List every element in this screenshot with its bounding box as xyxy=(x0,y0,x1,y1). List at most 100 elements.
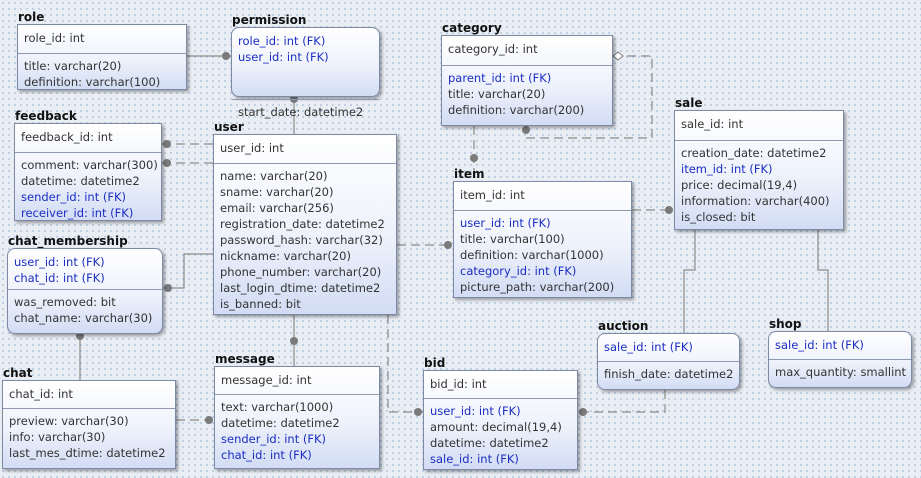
attribute-field: datetime: datetime2 xyxy=(21,174,140,188)
foreign-key-field: item_id: int (FK) xyxy=(681,162,773,176)
attribute-field: definition: varchar(1000) xyxy=(460,248,604,262)
primary-key-section: feedback_id: int xyxy=(15,129,161,145)
key-separator xyxy=(18,53,186,54)
attribute-section: user_id: int (FK) amount: decimal(19,4) da… xyxy=(424,403,577,467)
attribute-section: start_date: datetime2 xyxy=(232,104,379,120)
primary-key-section: category_id: int xyxy=(442,41,612,57)
entity-box: message_id: int text: varchar(1000) dateti… xyxy=(214,366,380,469)
primary-key-section: sale_id: int (FK) xyxy=(769,337,911,353)
entity-title: bid xyxy=(424,356,446,370)
attribute-field: definition: varchar(100) xyxy=(24,75,161,89)
foreign-key-field: user_id: int (FK) xyxy=(238,50,329,64)
entity-box: sale_id: int (FK) finish_date: datetime2 xyxy=(597,333,740,390)
attribute-field: amount: decimal(19,4) xyxy=(430,420,562,434)
primary-key-field: message_id: int xyxy=(221,373,312,387)
entity-box: role_id: int title: varchar(20) definition… xyxy=(17,24,187,90)
foreign-key-field: sale_id: int (FK) xyxy=(430,452,519,466)
foreign-key-field: sale_id: int (FK) xyxy=(604,340,693,354)
attribute-section: comment: varchar(300) datetime: datetime2… xyxy=(15,157,161,221)
entity-box: category_id: int parent_id: int (FK) title… xyxy=(441,35,613,126)
attribute-field: email: varchar(256) xyxy=(220,201,334,215)
self-reference-diamond xyxy=(612,51,624,61)
link-user-chat-membership xyxy=(163,253,213,289)
cardinality-dot xyxy=(164,284,172,292)
primary-key-section: role_id: int xyxy=(18,30,186,46)
primary-key-section: message_id: int xyxy=(215,372,379,388)
entity-box: feedback_id: int comment: varchar(300) dat… xyxy=(14,123,162,221)
primary-key-field: sale_id: int xyxy=(681,117,744,131)
primary-key-field: item_id: int xyxy=(460,188,525,202)
cardinality-dot xyxy=(579,408,587,416)
attribute-section: max_quantity: smallint xyxy=(769,364,911,380)
attribute-field: title: varchar(20) xyxy=(448,87,546,101)
foreign-key-field: chat_id: int (FK) xyxy=(221,448,312,462)
attribute-field: definition: varchar(200) xyxy=(448,103,585,117)
attribute-section: text: varchar(1000) datetime: datetime2 se… xyxy=(215,399,379,463)
attribute-field: title: varchar(20) xyxy=(24,59,122,73)
link-auction-bid xyxy=(578,390,666,413)
cardinality-dot xyxy=(522,126,530,134)
attribute-field: picture_path: varchar(200) xyxy=(460,280,615,294)
foreign-key-field: category_id: int (FK) xyxy=(460,264,577,278)
foreign-key-field: parent_id: int (FK) xyxy=(448,71,552,85)
entity-shop[interactable]: shop sale_id: int (FK) max_quantity: small… xyxy=(768,317,912,388)
attribute-field: nickname: varchar(20) xyxy=(220,249,351,263)
attribute-field: datetime: datetime2 xyxy=(430,436,549,450)
primary-key-field: user_id: int xyxy=(220,141,284,155)
foreign-key-field: user_id: int (FK) xyxy=(430,404,521,418)
attribute-section: was_removed: bit chat_name: varchar(30) xyxy=(8,294,162,326)
cardinality-dot xyxy=(76,332,84,340)
key-separator xyxy=(675,140,843,141)
foreign-key-field: sale_id: int (FK) xyxy=(775,338,864,352)
link-user-bid xyxy=(387,315,423,413)
cardinality-dot xyxy=(444,241,452,249)
attribute-field: text: varchar(1000) xyxy=(221,400,334,414)
key-separator xyxy=(454,210,631,211)
cardinality-dot xyxy=(665,206,673,214)
foreign-key-field: sender_id: int (FK) xyxy=(221,432,327,446)
attribute-field: comment: varchar(300) xyxy=(21,158,158,172)
attribute-field: finish_date: datetime2 xyxy=(604,367,734,381)
attribute-field: last_mes_dtime: datetime2 xyxy=(9,446,166,460)
key-separator xyxy=(442,65,612,66)
attribute-section: user_id: int (FK)title: varchar(100)defi… xyxy=(454,215,631,295)
foreign-key-field: role_id: int (FK) xyxy=(238,34,326,48)
entity-auction[interactable]: auction sale_id: int (FK) finish_date: dat… xyxy=(597,319,740,390)
link-category-parent xyxy=(525,55,653,139)
primary-key-field: bid_id: int xyxy=(430,377,487,391)
attribute-field: chat_name: varchar(30) xyxy=(14,311,153,325)
entity-title: auction xyxy=(598,319,649,333)
key-separator xyxy=(232,99,379,100)
attribute-field: datetime: datetime2 xyxy=(221,416,340,430)
attribute-field: title: varchar(100) xyxy=(460,232,565,246)
primary-key-field: role_id: int xyxy=(24,31,85,45)
entity-title: user xyxy=(214,120,244,134)
key-separator xyxy=(3,408,175,409)
entity-box: bid_id: int user_id: int (FK) amount: deci… xyxy=(423,370,578,470)
attribute-section: title: varchar(20) definition: varchar(10… xyxy=(18,58,186,90)
cardinality-dot xyxy=(222,52,230,60)
entity-title: shop xyxy=(769,317,802,331)
entity-bid[interactable]: bid bid_id: int user_id: int (FK) amount: d… xyxy=(423,356,578,470)
attribute-field: registration_date: datetime2 xyxy=(220,217,385,231)
attribute-field: is_closed: bit xyxy=(681,210,756,224)
key-separator xyxy=(215,394,379,395)
attribute-field: max_quantity: smallint xyxy=(775,365,907,379)
attribute-field: was_removed: bit xyxy=(14,295,116,309)
cardinality-dot xyxy=(470,154,478,162)
foreign-key-field: user_id: int (FK) xyxy=(14,255,105,269)
key-separator xyxy=(424,398,577,399)
